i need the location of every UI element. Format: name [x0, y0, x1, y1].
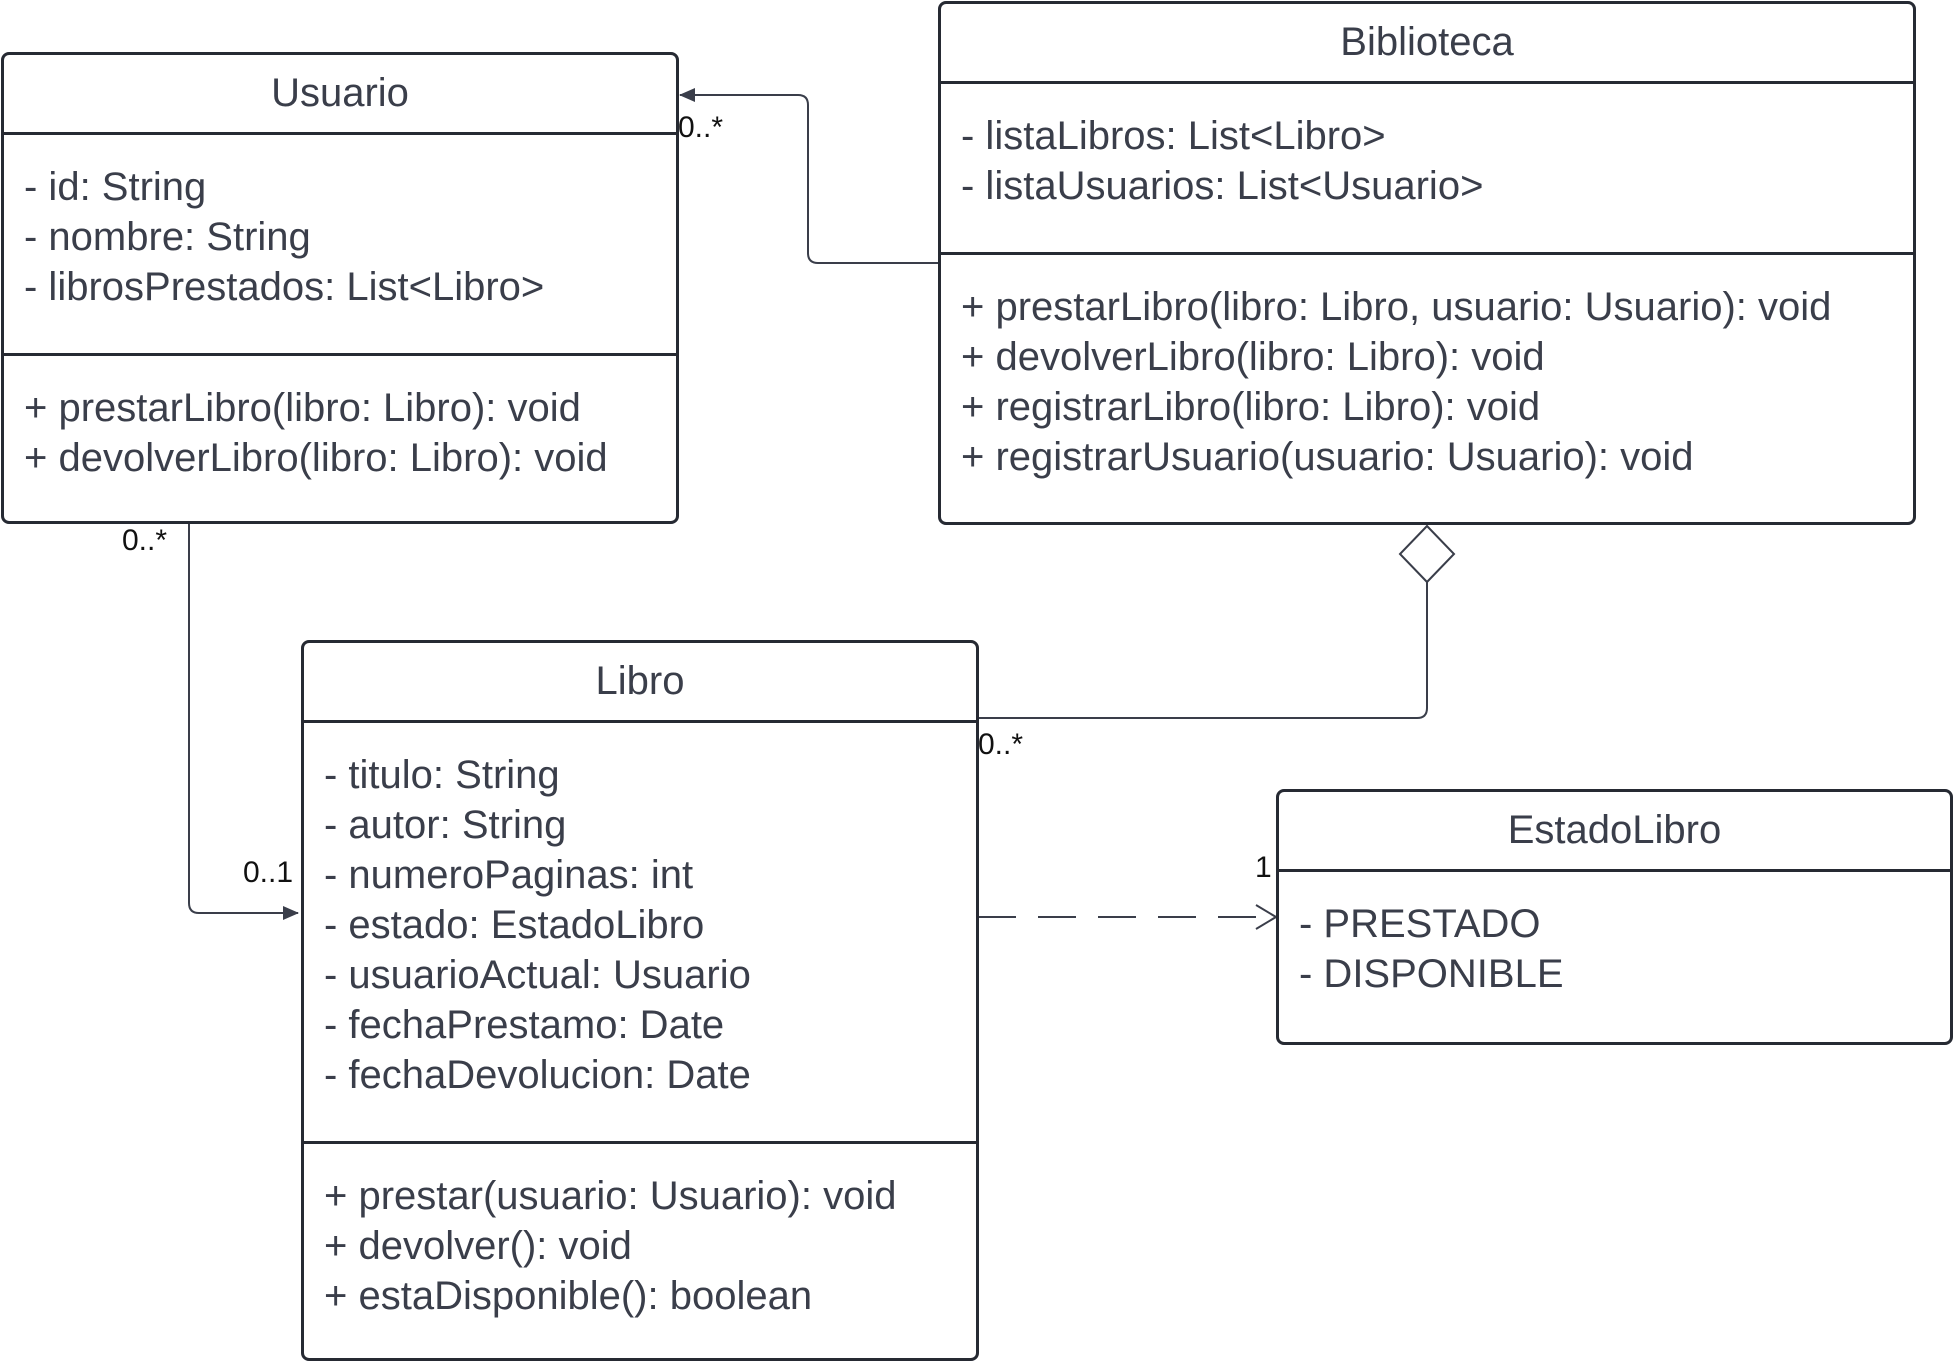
method: + devolverLibro(libro: Libro): void	[961, 335, 1545, 379]
method: + prestarLibro(libro: Libro, usuario: Us…	[961, 285, 1832, 329]
class-usuario-attributes: - id: String - nombre: String - librosPr…	[4, 135, 676, 356]
attribute: - librosPrestados: List<Libro>	[24, 265, 545, 309]
multiplicity-usuario-from-biblioteca: 0..*	[678, 111, 723, 144]
enum-value: - PRESTADO	[1299, 902, 1541, 946]
method: + devolverLibro(libro: Libro): void	[24, 436, 608, 480]
aggregation-line-biblioteca-libro[interactable]	[978, 582, 1428, 719]
multiplicity-libro-from-biblioteca: 0..*	[978, 728, 1023, 761]
attribute: - autor: String	[324, 803, 567, 847]
attribute: - listaUsuarios: List<Usuario>	[961, 164, 1484, 208]
class-usuario-methods: + prestarLibro(libro: Libro): void + dev…	[4, 356, 676, 483]
class-libro[interactable]: Libro - titulo: String - autor: String -…	[301, 640, 979, 1361]
method: + prestarLibro(libro: Libro): void	[24, 386, 581, 430]
class-biblioteca-methods: + prestarLibro(libro: Libro, usuario: Us…	[941, 255, 1913, 482]
method: + registrarUsuario(usuario: Usuario): vo…	[961, 435, 1694, 479]
attribute: - listaLibros: List<Libro>	[961, 114, 1386, 158]
class-biblioteca[interactable]: Biblioteca - listaLibros: List<Libro> - …	[938, 1, 1916, 525]
association-biblioteca-usuario[interactable]	[679, 88, 938, 264]
attribute: - titulo: String	[324, 753, 560, 797]
class-biblioteca-attributes: - listaLibros: List<Libro> - listaUsuari…	[941, 84, 1913, 255]
attribute: - fechaPrestamo: Date	[324, 1003, 725, 1047]
association-usuario-libro[interactable]	[188, 522, 299, 920]
class-estadolibro-values: - PRESTADO - DISPONIBLE	[1279, 872, 1950, 999]
attribute: - usuarioActual: Usuario	[324, 953, 751, 997]
method: + registrarLibro(libro: Libro): void	[961, 385, 1541, 429]
class-estadolibro[interactable]: EstadoLibro - PRESTADO - DISPONIBLE	[1276, 789, 1953, 1045]
method: + estaDisponible(): boolean	[324, 1274, 813, 1318]
multiplicity-estadolibro: 1	[1255, 851, 1272, 884]
method: + devolver(): void	[324, 1224, 632, 1268]
attribute: - estado: EstadoLibro	[324, 903, 705, 947]
attribute: - fechaDevolucion: Date	[324, 1053, 751, 1097]
attribute: - numeroPaginas: int	[324, 853, 694, 897]
class-usuario-name: Usuario	[4, 55, 676, 135]
class-usuario[interactable]: Usuario - id: String - nombre: String - …	[1, 52, 679, 524]
class-libro-name: Libro	[304, 643, 976, 723]
class-libro-methods: + prestar(usuario: Usuario): void + devo…	[304, 1144, 976, 1321]
attribute: - id: String	[24, 165, 207, 209]
attribute: - nombre: String	[24, 215, 311, 259]
multiplicity-usuario-side: 0..*	[122, 524, 167, 557]
class-biblioteca-name: Biblioteca	[941, 4, 1913, 84]
class-libro-attributes: - titulo: String - autor: String - numer…	[304, 723, 976, 1144]
aggregation-diamond-icon	[1398, 524, 1456, 584]
class-estadolibro-name: EstadoLibro	[1279, 792, 1950, 872]
method: + prestar(usuario: Usuario): void	[324, 1174, 897, 1218]
multiplicity-libro-side: 0..1	[243, 856, 293, 889]
enum-value: - DISPONIBLE	[1299, 952, 1564, 996]
